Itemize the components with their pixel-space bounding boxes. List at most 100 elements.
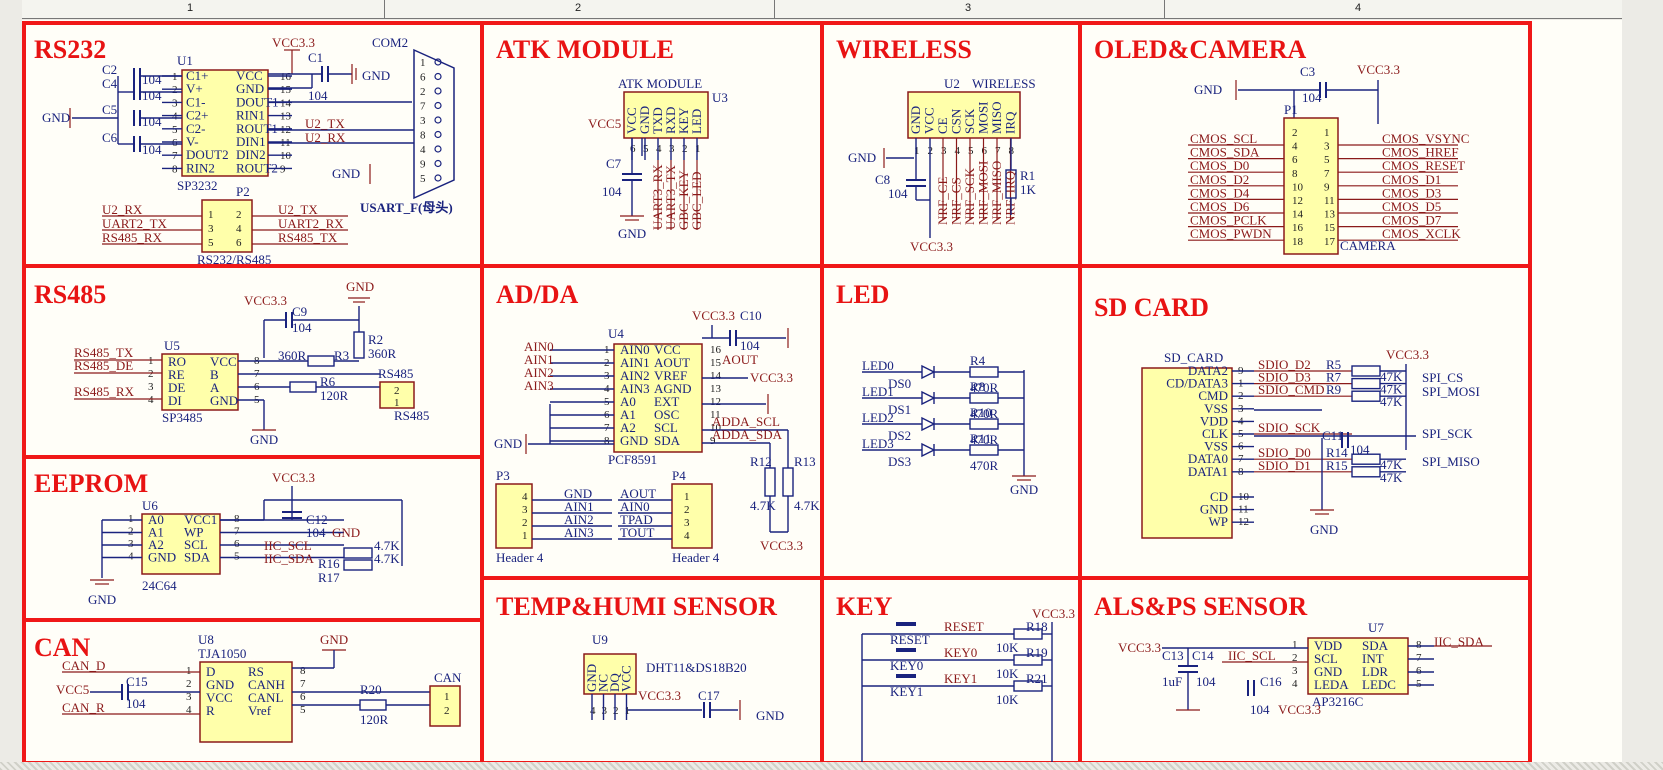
sp3232-pin-left: C1+ [186,68,209,83]
p2-net-right: U2_TX [278,202,318,217]
p1-pin-num: 15 [1324,222,1336,234]
wireless-pin-num: 5 [968,145,974,157]
key-net: KEY0 [944,645,977,660]
sp3232-pin-num: 14 [280,97,292,109]
p1-pin-num: 17 [1324,236,1336,248]
sp3232-pin-left: V- [186,134,199,149]
r12-label: R12 [750,454,772,469]
p2-net-right: UART2_RX [278,216,344,231]
db9-pin [434,116,442,124]
r17-value: 4.7K [374,551,400,566]
wireless-pin-label: MOSI [976,101,991,134]
sp3232-pin-num: 8 [172,163,178,175]
atk-vcc: VCC5 [588,116,621,131]
p2-header [201,199,253,253]
ap3216c-pin-num: 6 [1416,665,1422,677]
r6-value: 120R [320,388,349,403]
title-rs485: RS485 [34,280,106,309]
atk-pin-num: 4 [656,143,662,155]
sp3232-pin-left: V+ [186,81,203,96]
p1-pin-num: 14 [1292,209,1304,221]
key-net: KEY1 [944,671,977,686]
u6-label: U6 [142,498,158,513]
u1-label: U1 [177,53,193,68]
sdio-net: SDIO_D2 [1258,357,1311,372]
led-net: LED2 [862,410,894,425]
sp3232-pin-left: DOUT2 [186,147,229,162]
wireless-chip [907,91,1021,139]
cmos-net-right: CMOS_D5 [1382,199,1441,214]
sp3485-pin-num: 2 [148,368,154,380]
pcf8591-chip [613,343,703,453]
spi-net: SPI_MOSI [1422,384,1480,399]
atk-pin-label: KEY [676,107,691,134]
sdcard-resistor [1351,390,1381,402]
c12-label: C12 [306,512,328,527]
pcf8591-pin-left: AIN3 [620,381,650,396]
sdcard-pin-label: DATA0 [1188,451,1228,466]
title-eeprom: EEPROM [34,469,148,498]
c14-value: 104 [1196,674,1216,689]
pcf8591-pin-right: OSC [654,407,679,422]
24c64-pin-right: WP [184,525,204,540]
db9-pin [434,58,442,66]
24c64-pin-num: 5 [234,551,240,563]
sdcard-resistor-label: R15 [1326,458,1348,473]
u2-label: U2 [944,76,960,91]
key-net: RESET [944,619,984,634]
eeprom-gnd2: GND [332,525,360,540]
ruler-label-1: 1 [187,2,194,14]
c5-label: C5 [102,102,117,117]
pcf8591-pin-left: A2 [620,420,636,435]
sp3232-part: SP3232 [177,178,217,193]
led-designator: DS1 [888,402,911,417]
ap3216c-pin-num: 8 [1416,639,1422,651]
db9-pin-num: 9 [420,159,426,171]
wireless-section: U2 WIRELESS GND1VCC2CE3CSN4SCK5MOSI6MISO… [848,76,1037,254]
wireless-pin-num: 7 [995,145,1001,157]
led-resistor-label: R4 [970,353,986,368]
c16-label: C16 [1260,674,1282,689]
ruler-tick [774,0,775,18]
tja1050-pin-right: Vref [248,703,272,718]
key-vcc: VCC3.3 [1032,606,1075,621]
r17-resistor [343,559,373,571]
sdcard-pin-label: WP [1209,514,1229,529]
cmos-net-right: CMOS_VSYNC [1382,131,1469,146]
r2-label: R2 [368,332,383,347]
ap3216c-pin-num: 7 [1416,652,1422,664]
ain-net: AIN0 [524,339,554,354]
sdcard-pin-label: VSS [1204,401,1228,416]
c15-value: 104 [126,696,146,711]
c10-label: C10 [740,308,762,323]
adda-scl: ADDA_SCL [712,414,780,429]
atk-pin-num: 3 [669,143,675,155]
p1-pin-num: 7 [1324,168,1330,180]
atk-chip [623,91,709,139]
atk-pin-label: TXD [650,107,665,134]
title-wireless: WIRELESS [836,35,972,64]
sdcard-resistor-label: R7 [1326,370,1342,385]
24c64-pin-right: VCC1 [184,512,217,527]
atk-pin-num: 1 [695,143,701,155]
sp3485-pin-num: 4 [148,394,154,406]
p3-net: AIN1 [564,499,594,514]
sheet-ruler: 1 2 3 4 [22,0,1622,19]
p3-header [495,483,533,549]
sp3485-pin-num: 1 [148,355,154,367]
adda-vref: VCC3.3 [750,370,793,385]
p2-pin-num: 3 [208,223,214,235]
led-gnd: GND [1010,482,1038,497]
tja1050-pin-num: 6 [300,691,306,703]
key-button-label: KEY1 [890,684,923,699]
wireless-pin-num: 3 [941,145,947,157]
tja1050-pin-left: GND [206,677,234,692]
sp3232-pin-num: 5 [172,124,178,136]
wireless-pin-num: 4 [955,145,961,157]
p2-net-right: RS485_TX [278,230,338,245]
db9-pin [434,72,442,81]
tja1050-pin-num: 3 [186,691,192,703]
key-button-label: RESET [890,632,930,647]
24c64-chip [141,513,221,575]
